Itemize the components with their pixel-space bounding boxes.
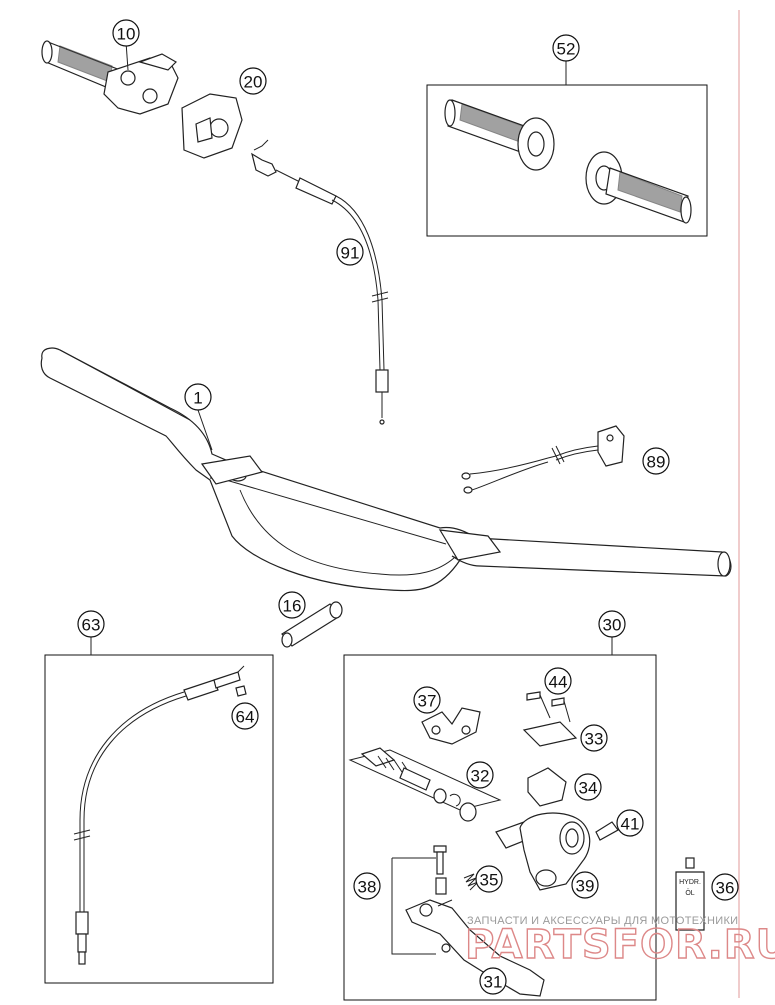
clutch-cable-box	[44, 654, 274, 984]
piston-kit	[348, 747, 502, 822]
watermark-brand: PARTSFOR.RU	[465, 922, 775, 968]
throttle-grip-assembly	[41, 40, 179, 115]
callout-64[interactable]: 64	[231, 702, 259, 730]
callout-38[interactable]: 38	[353, 872, 381, 900]
svg-text:41: 41	[621, 815, 640, 834]
svg-text:34: 34	[579, 779, 598, 798]
cable-nipple	[235, 685, 247, 697]
svg-text:39: 39	[576, 877, 595, 896]
svg-text:91: 91	[341, 244, 360, 263]
svg-text:1: 1	[193, 389, 202, 408]
callout-35[interactable]: 35	[475, 865, 503, 893]
callout-16[interactable]: 16	[278, 591, 306, 619]
svg-text:32: 32	[471, 767, 490, 786]
svg-text:38: 38	[358, 878, 377, 897]
svg-text:44: 44	[549, 673, 568, 692]
svg-text:63: 63	[82, 616, 101, 635]
master-cylinder-body	[495, 812, 591, 891]
svg-text:33: 33	[585, 730, 604, 749]
callout-1[interactable]: 1	[184, 383, 212, 411]
svg-text:16: 16	[283, 597, 302, 616]
reservoir-cap	[522, 721, 578, 747]
svg-text:10: 10	[117, 25, 136, 44]
svg-text:20: 20	[244, 73, 263, 92]
svg-text:64: 64	[236, 708, 255, 727]
callout-44[interactable]: 44	[544, 667, 572, 695]
grip-left	[444, 99, 555, 171]
reservoir-screws	[526, 691, 571, 723]
callout-31[interactable]: 31	[479, 967, 507, 995]
callout-10[interactable]: 10	[112, 19, 140, 47]
callout-63[interactable]: 63	[77, 610, 105, 638]
kill-switch	[461, 425, 625, 494]
callout-30[interactable]: 30	[598, 610, 626, 638]
svg-text:35: 35	[480, 871, 499, 890]
callout-37[interactable]: 37	[413, 686, 441, 714]
grip-right	[585, 151, 692, 224]
hydraulic-oil-bottle: HYDR. ÖL	[675, 857, 705, 931]
reservoir-diaphragm	[527, 767, 567, 807]
callout-89[interactable]: 89	[642, 447, 670, 475]
throttle-cable	[251, 139, 389, 425]
callout-32[interactable]: 32	[466, 761, 494, 789]
callout-20[interactable]: 20	[239, 67, 267, 95]
callout-34[interactable]: 34	[574, 773, 602, 801]
handlebar	[40, 347, 732, 592]
callout-36[interactable]: 36	[711, 873, 739, 901]
adjuster-bolt	[595, 821, 619, 841]
oil-label-line2: ÖL	[685, 889, 694, 897]
callout-52[interactable]: 52	[552, 34, 580, 62]
callout-39[interactable]: 39	[571, 871, 599, 899]
callout-91[interactable]: 91	[336, 238, 364, 266]
svg-text:37: 37	[418, 692, 437, 711]
lever-pivot-bolt	[391, 845, 447, 955]
grip-set-box	[426, 84, 708, 237]
callout-33[interactable]: 33	[580, 724, 608, 752]
svg-text:89: 89	[647, 453, 666, 472]
brake-lever	[405, 899, 545, 997]
handlebar-clamp	[421, 707, 481, 745]
svg-text:31: 31	[484, 973, 503, 992]
throttle-housing-cover	[181, 93, 243, 159]
watermark-caption: ЗАПЧАСТИ И АКСЕССУАРЫ ДЛЯ МОТОТЕХНИКИ	[467, 915, 738, 927]
callout-41[interactable]: 41	[616, 809, 644, 837]
clutch-cable	[73, 665, 245, 965]
bar-end-plug	[281, 601, 343, 648]
brake-master-cylinder-box	[343, 654, 657, 1001]
svg-text:36: 36	[716, 879, 735, 898]
svg-text:30: 30	[603, 616, 622, 635]
svg-text:52: 52	[557, 40, 576, 59]
oil-label-line1: HYDR.	[679, 879, 701, 886]
